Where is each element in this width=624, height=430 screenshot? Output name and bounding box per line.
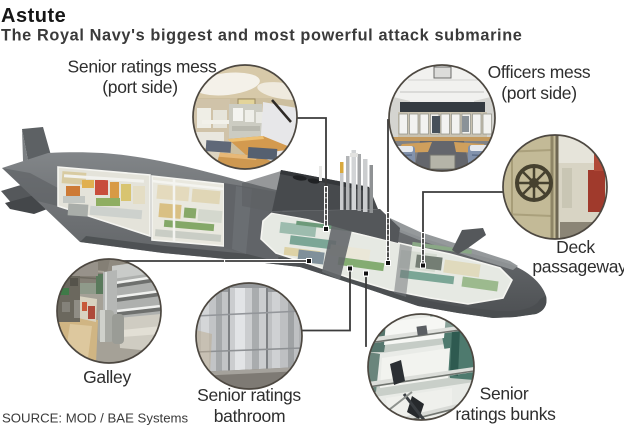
svg-text:Astute: Astute (1, 5, 66, 27)
svg-text:Senior ratings: Senior ratings (197, 385, 301, 405)
svg-text:(port side): (port side) (102, 77, 177, 97)
svg-text:ratings bunks: ratings bunks (455, 404, 556, 424)
svg-text:passageway: passageway (532, 257, 624, 277)
svg-text:The Royal Navy's biggest and m: The Royal Navy's biggest and most powerf… (1, 27, 522, 45)
svg-text:Senior: Senior (480, 384, 529, 404)
svg-text:bathroom: bathroom (214, 406, 286, 426)
svg-text:Deck: Deck (556, 237, 595, 257)
svg-text:(port side): (port side) (501, 83, 576, 103)
svg-text:Galley: Galley (83, 367, 131, 387)
svg-text:SOURCE: MOD / BAE Systems: SOURCE: MOD / BAE Systems (2, 411, 189, 426)
svg-text:Senior ratings mess: Senior ratings mess (68, 57, 217, 77)
svg-text:Officers mess: Officers mess (488, 62, 591, 82)
